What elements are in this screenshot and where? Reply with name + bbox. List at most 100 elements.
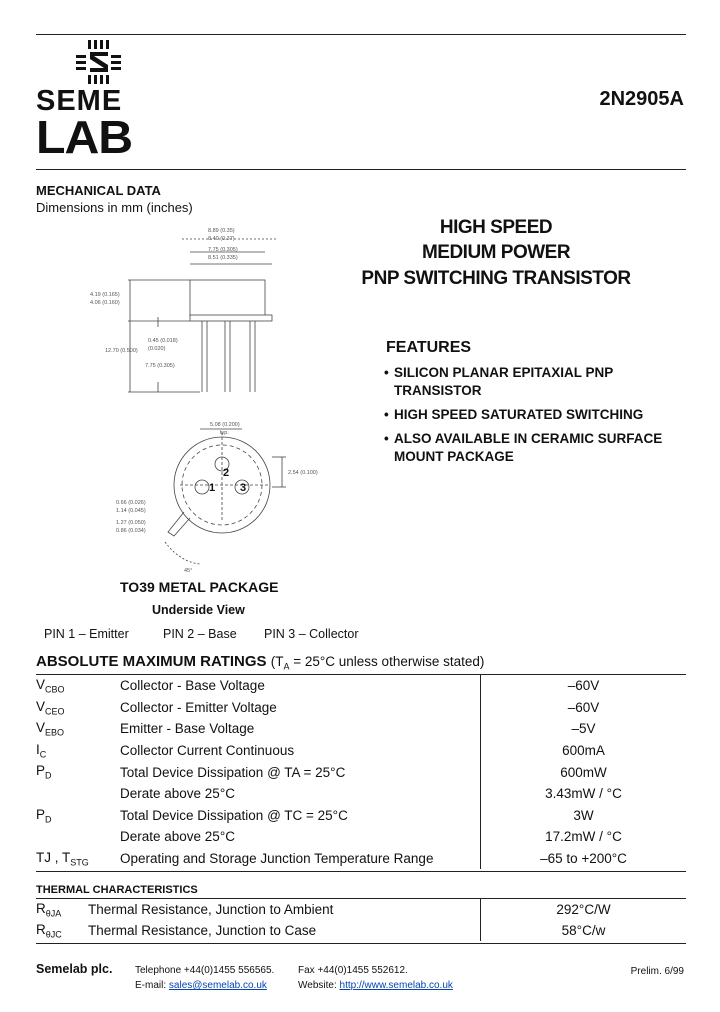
features-title: FEATURES <box>386 339 472 356</box>
symbol: IC <box>36 741 47 760</box>
email-link[interactable]: sales@semelab.co.uk <box>168 980 267 991</box>
thermal-title: THERMAL CHARACTERISTICS <box>36 884 198 896</box>
package-drawing: 8.89 (0.35) 8.40 (0.37) 7.75 (0.305) 8.5… <box>90 228 318 574</box>
headline-line-1: HIGH SPEED <box>439 217 553 238</box>
value: 600mW <box>480 761 686 783</box>
description: Operating and Storage Junction Temperatu… <box>120 851 434 867</box>
symbol: VEBO <box>36 720 65 738</box>
ratings-title: ABSOLUTE MAXIMUM RATINGS (TA = 25°C unle… <box>36 653 485 672</box>
symbol: RθJA <box>36 900 62 919</box>
value: –60V <box>480 696 686 719</box>
package-title: TO39 METAL PACKAGE <box>120 579 279 595</box>
description: Collector Current Continuous <box>120 743 295 759</box>
ratings-row: PD Total Device Dissipation @ TA = 25°C 60… <box>36 761 686 783</box>
part-number: 2N2905A <box>599 88 684 110</box>
ratings-row: VCEO Collector - Emitter Voltage –60V <box>36 696 686 719</box>
footer-fax: Fax +44(0)1455 552612. <box>298 965 408 976</box>
symbol <box>36 826 120 848</box>
headline-line-3: PNP SWITCHING TRANSISTOR <box>361 268 631 289</box>
dim-label: 0.86 (0.034) <box>116 528 146 534</box>
description: Collector - Base Voltage <box>120 678 265 694</box>
dim-label: 4.19 (0.165) <box>90 292 120 298</box>
ratings-row: VEBO Emitter - Base Voltage –5V <box>36 718 686 740</box>
ratings-row: Derate above 25°C 3.43mW / °C <box>36 782 686 805</box>
description: Total Device Dissipation @ TC = 25°C <box>120 807 348 823</box>
value: –65 to +200°C <box>480 847 686 870</box>
dim-label: (0.020) <box>148 346 166 352</box>
pin-3-label: PIN 3 – Collector <box>264 627 359 641</box>
thermal-rule-bottom <box>36 943 686 944</box>
description: Emitter - Base Voltage <box>120 721 255 737</box>
dim-label: 1.14 (0.045) <box>116 508 146 514</box>
mechanical-data-subtitle: Dimensions in mm (inches) <box>36 200 193 215</box>
footer-website: Website: http://www.semelab.co.uk <box>298 980 453 991</box>
headline-line-2: MEDIUM POWER <box>421 242 571 263</box>
header-rule <box>36 169 686 170</box>
logo-text-bottom: LAB <box>36 111 133 163</box>
ratings-rule-bottom <box>36 871 686 872</box>
dim-label: 12.70 (0.500) <box>105 348 138 354</box>
pin-1-label: PIN 1 – Emitter <box>44 627 129 641</box>
mechanical-data-title: MECHANICAL DATA <box>36 183 161 198</box>
description: Derate above 25°C <box>120 829 235 845</box>
feature-item: • HIGH SPEED SATURATED SWITCHING <box>384 407 644 422</box>
symbol: RθJC <box>36 921 62 940</box>
pin-2-label: PIN 2 – Base <box>163 627 237 641</box>
revision-label: Prelim. 6/99 <box>630 966 684 977</box>
symbol: VCBO <box>36 676 65 695</box>
value: 600mA <box>480 739 686 762</box>
dim-label: 7.75 (0.305) <box>145 363 175 369</box>
dim-label: 45° <box>184 568 192 574</box>
ratings-condition: (TA = 25°C unless otherwise stated) <box>270 654 485 672</box>
package-view: Underside View <box>152 603 245 617</box>
dim-label: 8.51 (0.335) <box>208 255 238 261</box>
footer-telephone: Telephone +44(0)1455 556565. <box>135 965 275 976</box>
value: –60V <box>480 675 686 697</box>
symbol: VCEO <box>36 698 65 717</box>
symbol <box>36 783 120 805</box>
dim-label: 4.06 (0.160) <box>90 300 120 306</box>
website-link[interactable]: http://www.semelab.co.uk <box>339 980 453 991</box>
value: 292°C/W <box>480 899 686 920</box>
ratings-row: IC Collector Current Continuous 600mA <box>36 739 686 762</box>
ratings-row: PD Total Device Dissipation @ TC = 25°C 3W <box>36 804 686 827</box>
symbol: PD <box>36 806 52 825</box>
ratings-table: VCBO Collector - Base Voltage –60V VCEO Coll… <box>36 675 686 870</box>
footer-company: Semelab plc. <box>36 962 113 976</box>
dim-label: 8.40 (0.37) <box>208 236 235 242</box>
value: –5V <box>480 718 686 740</box>
description: Collector - Emitter Voltage <box>120 699 277 715</box>
dim-label: 5.08 (0.200) <box>210 422 240 428</box>
footer-email: E-mail: sales@semelab.co.uk <box>135 980 267 991</box>
dim-label: typ. <box>220 430 229 436</box>
description: Derate above 25°C <box>120 786 235 802</box>
dim-label: 8.89 (0.35) <box>208 228 235 234</box>
dim-label: 2.54 (0.100) <box>288 470 318 476</box>
thermal-row: RθJC Thermal Resistance, Junction to Case… <box>36 920 686 941</box>
thermal-rule-top <box>36 898 686 899</box>
description: Total Device Dissipation @ TA = 25°C <box>120 764 346 780</box>
pin-label: 3 <box>240 482 246 494</box>
dim-label: 1.27 (0.050) <box>116 520 146 526</box>
pin-label: 1 <box>209 482 215 494</box>
dim-label: 0.45 (0.018) <box>148 338 178 344</box>
semelab-logo: SEME LAB <box>36 38 161 162</box>
value: 3W <box>480 804 686 827</box>
ratings-rule-top <box>36 674 686 675</box>
top-rule <box>36 34 686 35</box>
pin-label: 2 <box>223 467 229 479</box>
value: 58°C/w <box>480 920 686 941</box>
symbol: PD <box>36 763 52 782</box>
value: 17.2mW / °C <box>480 826 686 848</box>
dim-label: 0.66 (0.026) <box>116 500 146 506</box>
value: 3.43mW / °C <box>480 782 686 805</box>
ratings-row: Derate above 25°C 17.2mW / °C <box>36 826 686 848</box>
ratings-row: VCBO Collector - Base Voltage –60V <box>36 675 686 697</box>
description: Thermal Resistance, Junction to Case <box>88 923 317 938</box>
